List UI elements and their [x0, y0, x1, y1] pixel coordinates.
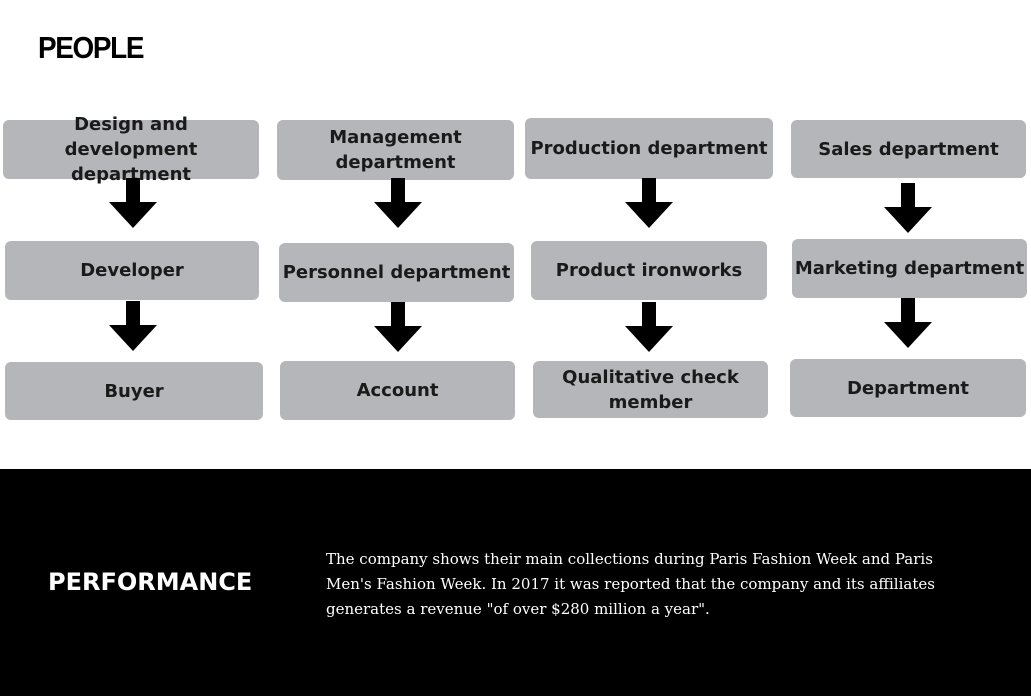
design-development-department-box: Design and development department — [3, 114, 259, 185]
performance-description: The company shows their main collections… — [326, 550, 935, 618]
marketing-department-box: Marketing department — [792, 239, 1027, 298]
management-department-box: Management department — [277, 120, 514, 180]
product-ironworks-box: Product ironworks — [531, 241, 767, 300]
arrow-down-icon — [884, 183, 932, 233]
arrow-down-icon — [374, 302, 422, 352]
department-box: Department — [790, 359, 1026, 417]
arrow-down-icon — [109, 178, 157, 228]
arrow-down-icon — [884, 298, 932, 348]
sales-department-box: Sales department — [791, 120, 1026, 178]
arrow-down-icon — [374, 178, 422, 228]
account-box: Account — [280, 361, 515, 420]
qualitative-check-member-box: Qualitative check member — [533, 361, 768, 418]
page-title: PEOPLE — [38, 30, 144, 65]
arrow-down-icon — [625, 178, 673, 228]
performance-heading: PERFORMANCE — [48, 568, 253, 596]
performance-section: PERFORMANCE The company shows their main… — [0, 469, 1031, 696]
buyer-box: Buyer — [5, 362, 263, 420]
personnel-department-box: Personnel department — [279, 243, 514, 302]
production-department-box: Production department — [525, 118, 773, 179]
developer-box: Developer — [5, 241, 259, 300]
arrow-down-icon — [109, 301, 157, 351]
arrow-down-icon — [625, 302, 673, 352]
